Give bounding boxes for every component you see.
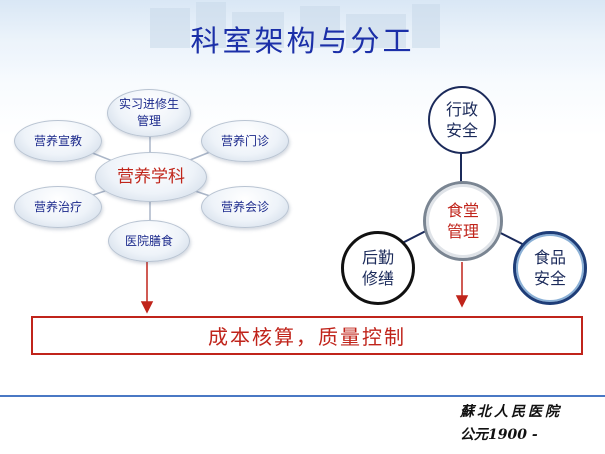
node-nutrition-therapy: 营养治疗 bbox=[14, 186, 102, 228]
hospital-founding-year: 公元1900 - bbox=[460, 427, 538, 443]
cost-quality-banner: 成本核算，质量控制 bbox=[31, 316, 583, 355]
node-nutrition-discipline: 营养学科 bbox=[95, 152, 207, 202]
node-food-safety: 食品 安全 bbox=[513, 231, 587, 305]
building-silhouette bbox=[346, 14, 406, 48]
building-silhouette bbox=[412, 4, 440, 48]
title-background bbox=[0, 0, 605, 78]
node-canteen-management: 食堂 管理 bbox=[423, 181, 503, 261]
building-silhouette bbox=[150, 8, 190, 48]
arrow-head bbox=[455, 295, 469, 308]
arrow-head bbox=[140, 301, 154, 314]
node-nutrition-education: 营养宣教 bbox=[14, 120, 102, 162]
node-logistics-repair: 后勤 修缮 bbox=[341, 231, 415, 305]
node-admin-safety: 行政 安全 bbox=[428, 86, 496, 154]
node-nutrition-consultation: 营养会诊 bbox=[201, 186, 289, 228]
building-silhouette bbox=[196, 2, 226, 48]
node-nutrition-clinic: 营养门诊 bbox=[201, 120, 289, 162]
page-title: 科室架构与分工 bbox=[190, 24, 415, 58]
node-intern-management: 实习进修生 管理 bbox=[107, 89, 191, 137]
hospital-signature: 蘇北人民医院 bbox=[460, 404, 562, 420]
building-silhouette bbox=[300, 6, 340, 48]
node-hospital-diet: 医院膳食 bbox=[108, 220, 190, 262]
footer-divider bbox=[0, 395, 605, 397]
building-silhouette bbox=[232, 12, 284, 48]
